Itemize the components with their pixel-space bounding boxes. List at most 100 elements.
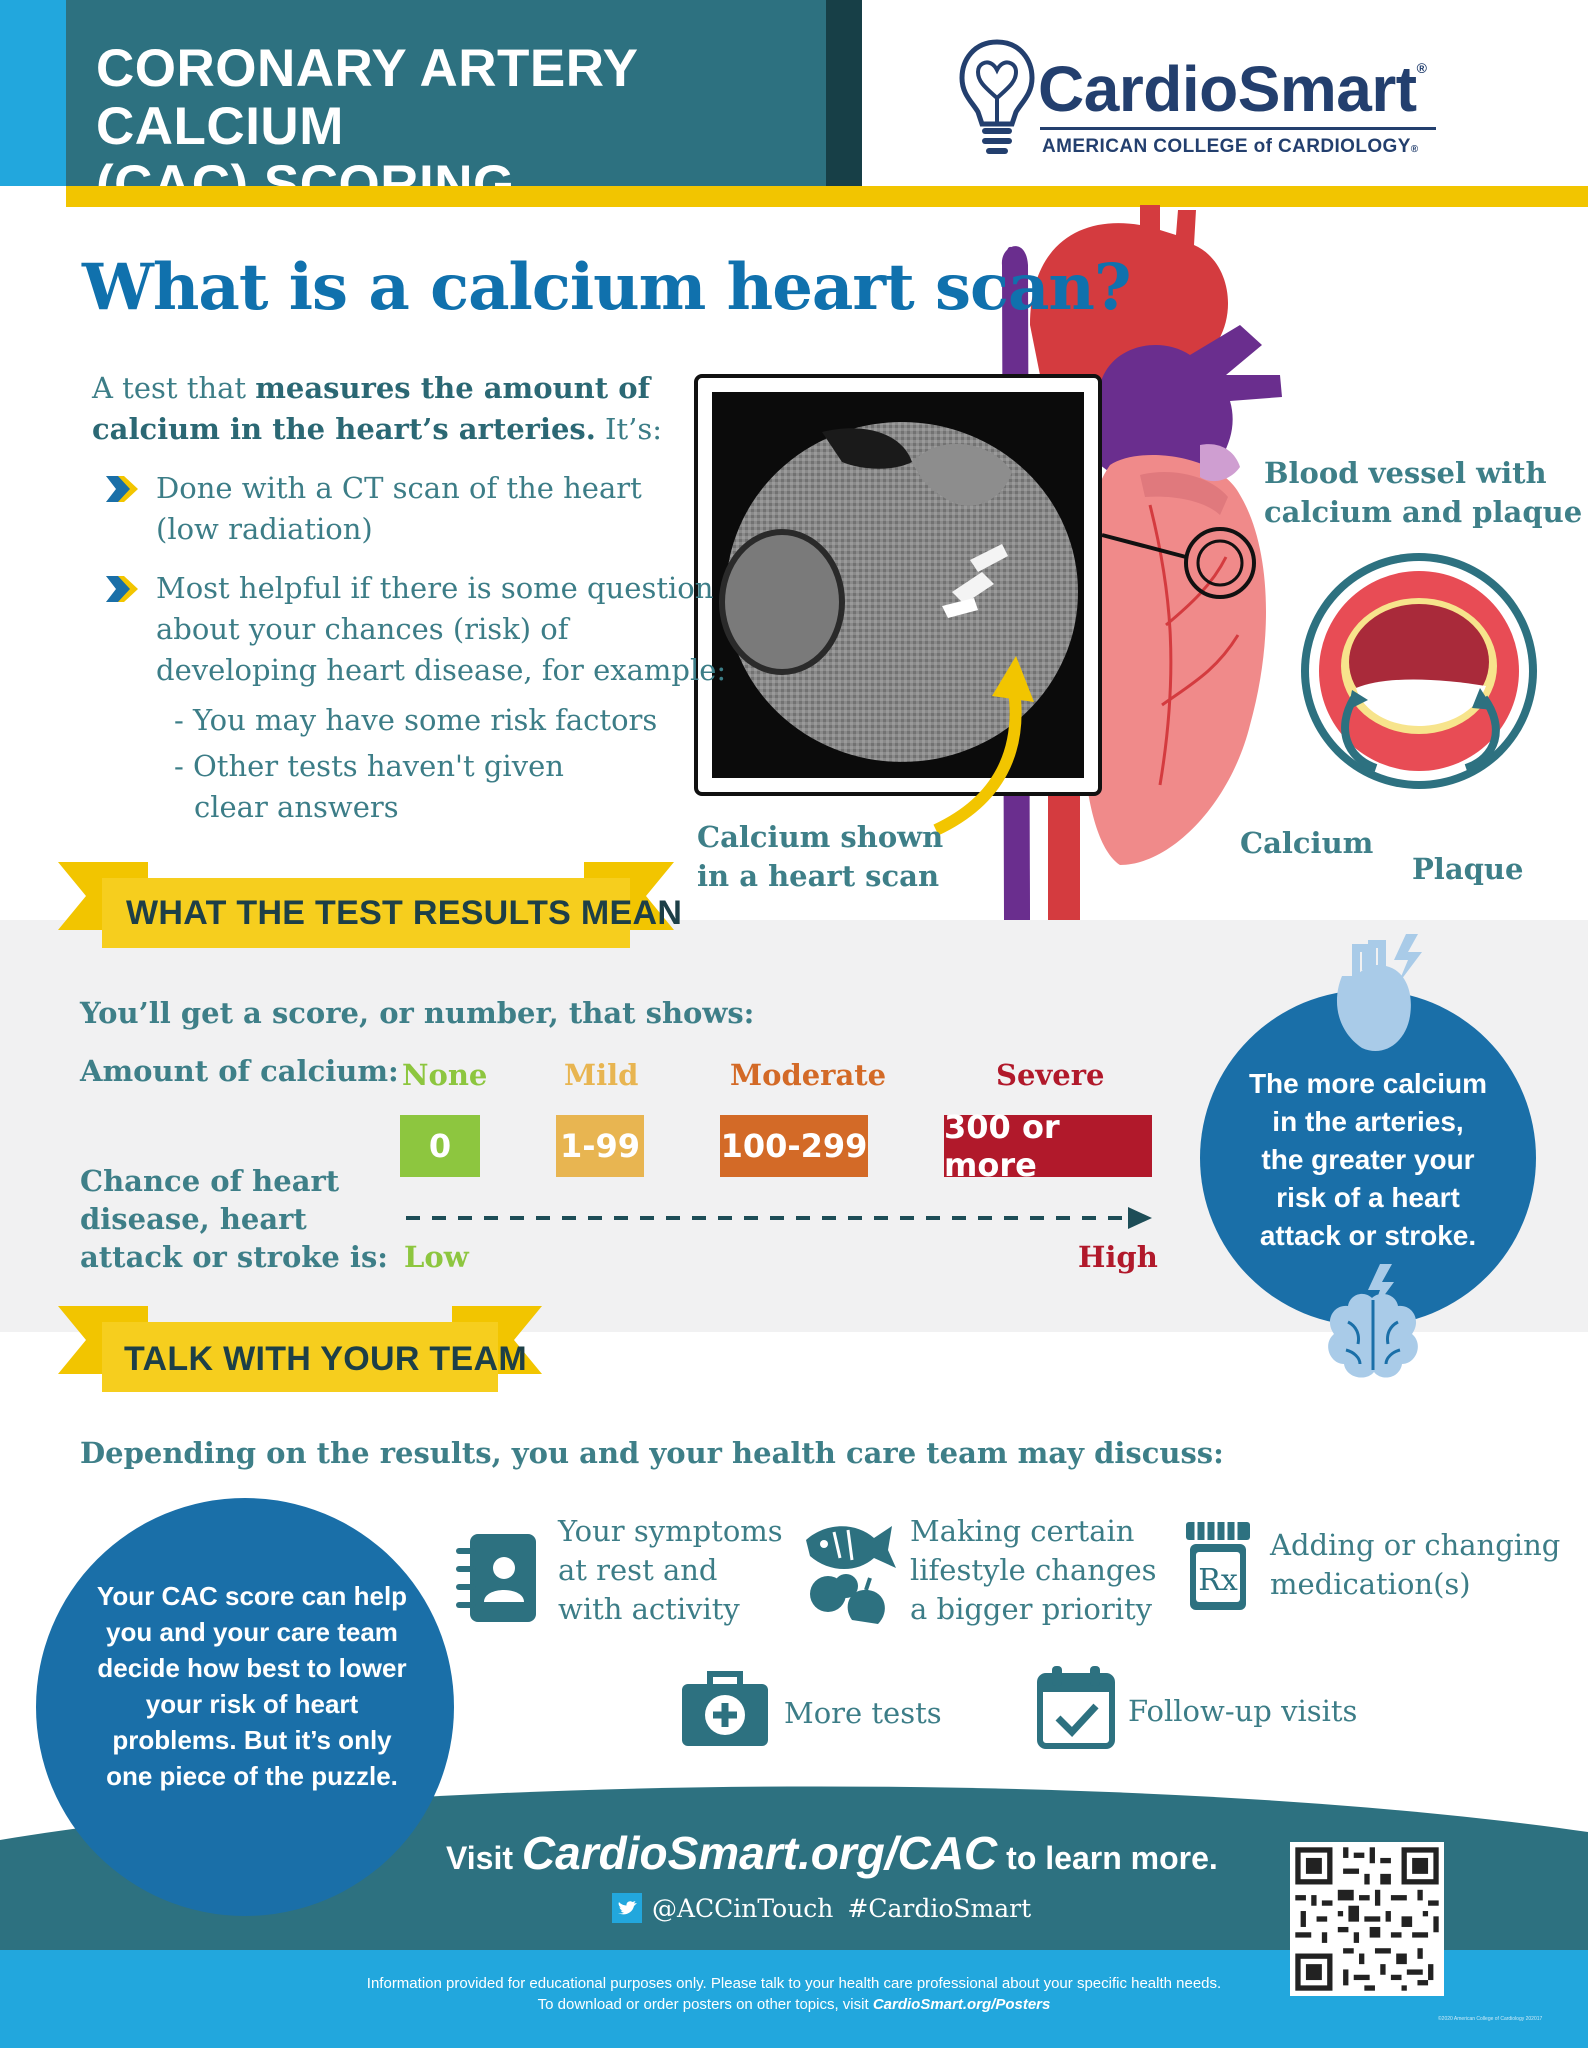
option-symptoms-line2: at rest and [558,1553,718,1587]
brain-stroke-icon [1328,1264,1418,1378]
puzzle-text-line3: decide how best to lower [97,1653,407,1683]
sub-bullet-other-tests-line1: - Other tests haven't given [174,749,564,783]
page-title-line1: CORONARY ARTERY CALCIUM [96,39,638,156]
intro-paragraph: A test that measures the amount of calci… [92,368,692,450]
qr-code[interactable] [1290,1842,1444,1996]
logo-wordmark: CardioSmart® [1038,52,1427,126]
visit-line: Visit CardioSmart.org/CAC to learn more. [446,1826,1218,1880]
posters-link[interactable]: CardioSmart.org/Posters [872,1996,1051,2013]
intro-lead-text: A test that [92,371,256,405]
option-lifestyle-line3: a bigger priority [910,1592,1153,1626]
scan-caption: Calcium shown in a heart scan [697,818,943,896]
rx-symbol: Rx [1198,1563,1238,1598]
bullet-most-helpful-line2: about your chances (risk) of [156,612,569,646]
healthy-food-icon [806,1526,896,1624]
disclaimer-line2: To download or order posters on other to… [0,1996,1588,2013]
option-medication-line2: medication(s) [1270,1567,1471,1601]
lightbulb-heart-icon [959,39,1035,154]
option-symptoms-line3: with activity [558,1592,740,1626]
logo-subtitle-text: AMERICAN COLLEGE of CARDIOLOGY [1042,136,1411,157]
chance-label-line3: attack or stroke is: [80,1240,388,1274]
bullet-most-helpful: Most helpful if there is some question a… [156,568,726,691]
logo-name: CardioSmart [1038,53,1417,125]
bullet-ct-scan: Done with a CT scan of the heart (low ra… [156,468,642,550]
puzzle-circle [36,1498,454,1916]
risk-info-text: The more calcium in the arteries, the gr… [1222,1065,1514,1255]
risk-scale-arrow [406,1207,1152,1229]
logo-registered-mark: ® [1416,60,1427,76]
puzzle-text-line4: your risk of heart [145,1689,359,1719]
scan-caption-line2: in a heart scan [697,859,940,893]
score-intro: You’ll get a score, or number, that show… [80,996,755,1030]
category-mild: Mild [564,1058,639,1092]
bullet-arrow-icon [106,476,138,502]
option-symptoms-line1: Your symptoms [558,1514,783,1548]
header-accent-bar [0,0,68,186]
disclaimer-line2-text: To download or order posters on other to… [537,1996,873,2013]
logo-subtitle-registered: ® [1410,144,1419,155]
bullet-most-helpful-line3: developing heart disease, for example: [156,653,727,687]
calendar-check-icon [1037,1666,1115,1749]
bullet-most-helpful-line1: Most helpful if there is some question [156,571,714,605]
header-yellow-stripe [66,186,1588,207]
disclaimer-line1: Information provided for educational pur… [366,1975,1222,1992]
category-none: None [402,1058,488,1092]
puzzle-text-line2: you and your care team [106,1617,398,1647]
risk-info-line2: in the arteries, [1272,1106,1464,1137]
calcium-label: Calcium [1240,826,1374,860]
visit-url-link[interactable]: CardioSmart.org/CAC [521,1827,998,1879]
option-lifestyle-line2: lifestyle changes [910,1553,1157,1587]
bullet-arrow-icon [106,576,138,602]
option-follow-up: Follow-up visits [1128,1694,1358,1728]
social-line: @ACCinTouch #CardioSmart [612,1893,1031,1923]
twitter-handle[interactable]: @ACCinTouch [652,1893,834,1923]
bullet-ct-scan-line2: (low radiation) [156,512,373,546]
sub-bullet-risk-factors: - You may have some risk factors [174,703,658,737]
logo-subtitle: AMERICAN COLLEGE of CARDIOLOGY® [1042,136,1419,158]
twitter-icon[interactable] [612,1893,642,1923]
intro-lead-bold: measures the amount of calcium in the he… [92,371,651,446]
discuss-intro: Depending on the results, you and your h… [80,1436,1224,1470]
vessel-cross-section-illustration [1301,553,1537,789]
puzzle-text-line6: one piece of the puzzle. [106,1761,398,1791]
risk-info-line1: The more calcium [1248,1068,1488,1099]
scan-caption-line1: Calcium shown [697,820,944,854]
risk-info-line5: attack or stroke. [1259,1220,1477,1251]
risk-info-line3: the greater your [1261,1144,1475,1175]
score-box-mild: 1-99 [556,1115,644,1177]
option-more-tests: More tests [784,1696,942,1730]
amount-of-calcium-label: Amount of calcium: [80,1054,399,1088]
option-medication: Adding or changing medication(s) [1270,1526,1560,1604]
chance-label-line1: Chance of heart [80,1164,340,1198]
score-box-none: 0 [400,1115,480,1177]
symptoms-notebook-icon [456,1534,536,1622]
category-moderate: Moderate [730,1058,887,1092]
option-symptoms: Your symptoms at rest and with activity [558,1512,783,1629]
risk-info-line4: risk of a heart [1276,1182,1460,1213]
sub-bullet-other-tests-line2: clear answers [194,790,399,824]
talk-ribbon-title: TALK WITH YOUR TEAM [124,1340,527,1378]
copyright-text: ©2020 American College of Cardiology 202… [1438,2016,1543,2022]
risk-low-label: Low [404,1240,469,1274]
heart-attack-icon [1336,934,1422,1052]
section-heading: What is a calcium heart scan? [82,250,1131,325]
vessel-caption-line1: Blood vessel with [1264,456,1547,490]
option-lifestyle: Making certain lifestyle changes a bigge… [910,1512,1157,1629]
puzzle-text: Your CAC score can help you and your car… [92,1578,412,1794]
results-ribbon [102,878,630,948]
results-ribbon-title: WHAT THE TEST RESULTS MEAN [126,894,683,932]
logo-divider [1040,127,1436,130]
category-severe: Severe [996,1058,1105,1092]
ct-scan-image [712,392,1084,778]
chance-label: Chance of heart disease, heart attack or… [80,1162,388,1276]
option-medication-line1: Adding or changing [1270,1528,1561,1562]
score-box-moderate: 100-299 [720,1115,868,1177]
bullet-ct-scan-line1: Done with a CT scan of the heart [156,471,642,505]
curved-arrow-icon [933,656,1034,836]
sub-bullet-other-tests: - Other tests haven't given clear answer… [174,746,564,828]
vessel-caption: Blood vessel with calcium and plaque [1264,454,1582,532]
talk-ribbon [102,1322,498,1392]
intro-lead-tail: It’s: [595,412,663,446]
hashtag[interactable]: #CardioSmart [847,1893,1032,1923]
header-dark-bar [826,0,862,186]
